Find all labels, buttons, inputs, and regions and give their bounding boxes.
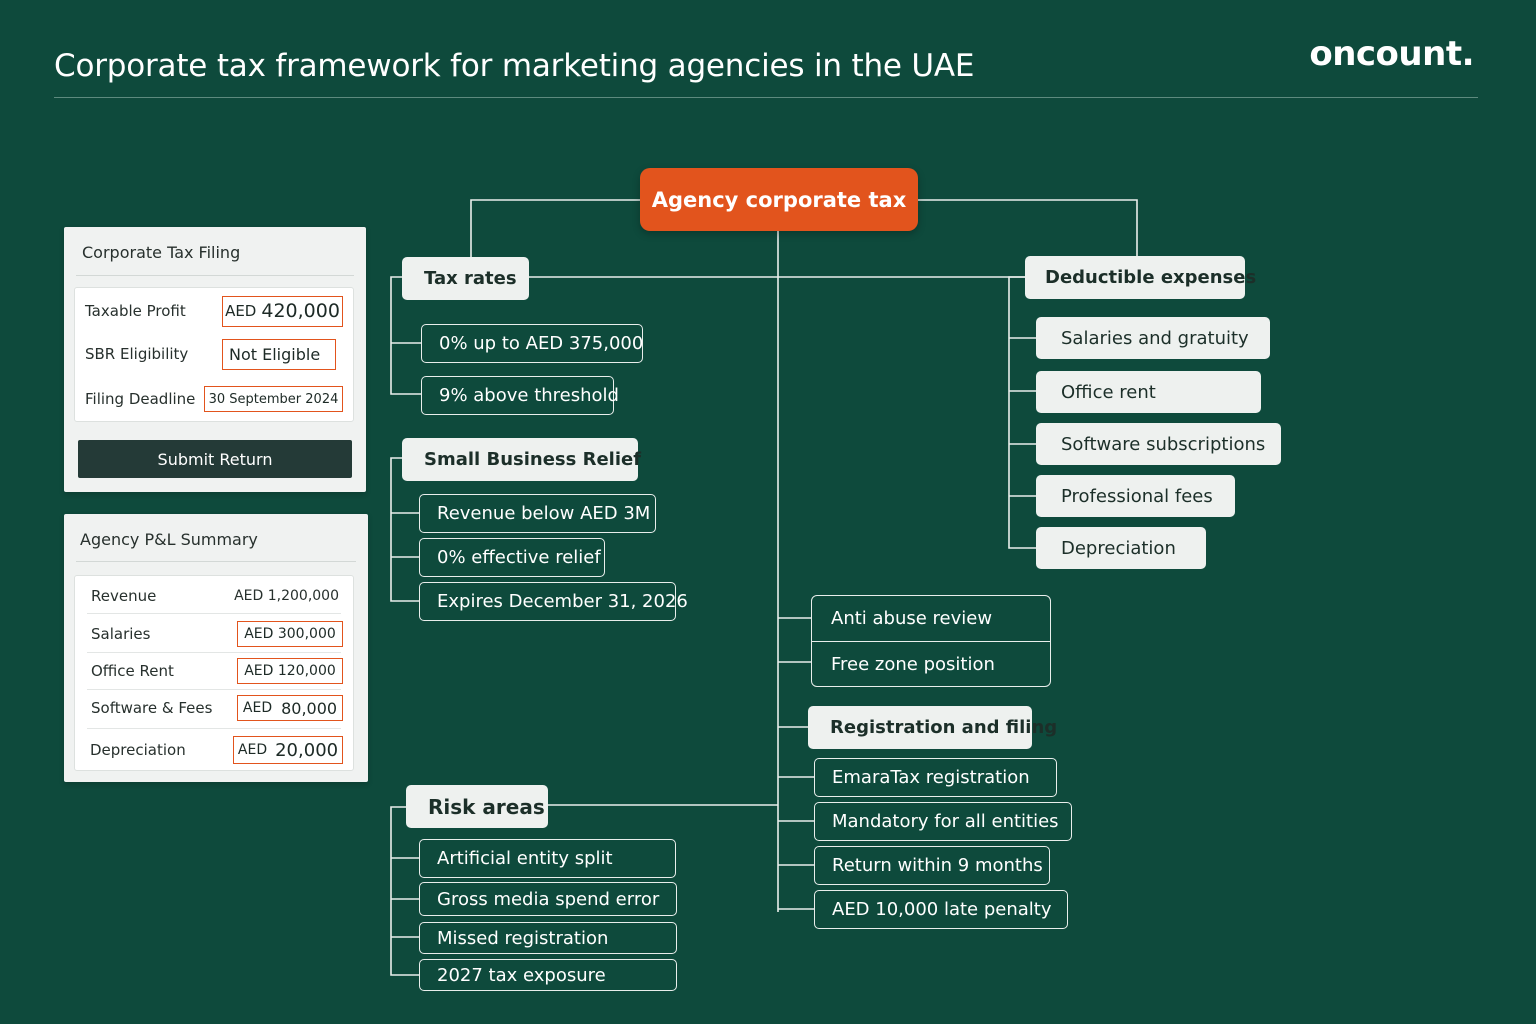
- pl-row: Salaries AED 300,000: [85, 618, 343, 650]
- amount: 80,000: [281, 698, 338, 718]
- pl-summary-card: Agency P&L Summary Revenue AED 1,200,000…: [64, 514, 368, 782]
- registration-filing-node: Registration and filing: [808, 706, 1057, 749]
- deductible-item: Professional fees: [1036, 475, 1235, 517]
- sbr-eligibility-value[interactable]: Not Eligible: [222, 338, 336, 370]
- sbr-item: 0% effective relief: [419, 538, 605, 577]
- depreciation-value[interactable]: AED 20,000: [233, 736, 343, 764]
- review-stack: Anti abuse review Free zone position: [811, 595, 1051, 687]
- deductible-item: Office rent: [1036, 371, 1261, 413]
- deductible-item: Salaries and gratuity: [1036, 317, 1270, 359]
- risk-item: Missed registration: [419, 922, 677, 954]
- card-title: Agency P&L Summary: [80, 530, 258, 549]
- card-divider: [76, 275, 354, 276]
- card-title: Corporate Tax Filing: [82, 243, 241, 262]
- currency-prefix: AED: [225, 302, 257, 320]
- currency-prefix: AED: [242, 700, 273, 716]
- tax-filing-card: Corporate Tax Filing Taxable Profit AED …: [64, 227, 366, 492]
- deductible-item: Depreciation: [1036, 527, 1206, 569]
- office-rent-label: Office Rent: [91, 662, 174, 680]
- sbr-item: Expires December 31, 2026: [419, 582, 688, 621]
- pl-row: Office Rent AED 120,000: [85, 655, 343, 687]
- pl-row: Revenue AED 1,200,000: [85, 580, 343, 612]
- brand-logo: oncount.: [1309, 34, 1474, 74]
- office-rent-value[interactable]: AED 120,000: [237, 658, 343, 684]
- row-divider: [87, 613, 341, 614]
- card-divider: [76, 561, 356, 562]
- sbr-eligibility-label: SBR Eligibility: [85, 345, 189, 363]
- software-fees-label: Software & Fees: [91, 699, 213, 717]
- sbr-item: Revenue below AED 3M: [419, 494, 656, 533]
- risk-areas-node: Risk areas: [406, 785, 548, 828]
- deductible-expenses-node: Deductible expenses: [1025, 256, 1256, 299]
- taxable-profit-value[interactable]: AED 420,000: [222, 295, 343, 327]
- deductible-item: Software subscriptions: [1036, 423, 1281, 465]
- small-business-relief-node: Small Business Relief: [402, 438, 641, 481]
- header-divider: [54, 97, 1478, 98]
- submit-return-button[interactable]: Submit Return: [78, 440, 352, 478]
- pl-fields: Revenue AED 1,200,000 Salaries AED 300,0…: [74, 575, 354, 771]
- amount: 20,000: [275, 739, 339, 761]
- row-divider: [87, 728, 341, 729]
- registration-item: Mandatory for all entities: [814, 802, 1072, 841]
- registration-item: EmaraTax registration: [814, 758, 1057, 797]
- row-divider: [87, 652, 341, 653]
- root-node: Agency corporate tax: [640, 168, 918, 231]
- page-title: Corporate tax framework for marketing ag…: [54, 48, 975, 84]
- pl-row: Depreciation AED 20,000: [85, 734, 343, 766]
- risk-item: 2027 tax exposure: [419, 959, 677, 991]
- filing-fields: Taxable Profit AED 420,000 SBR Eligibili…: [74, 287, 354, 422]
- tax-rate-item: 0% up to AED 375,000: [421, 324, 643, 363]
- field-row: Taxable Profit AED 420,000: [85, 295, 343, 327]
- row-divider: [87, 689, 341, 690]
- salaries-label: Salaries: [91, 625, 151, 643]
- revenue-value: AED 1,200,000: [234, 588, 339, 604]
- amount: 420,000: [261, 300, 340, 322]
- registration-item: AED 10,000 late penalty: [814, 890, 1068, 929]
- depreciation-label: Depreciation: [90, 741, 186, 759]
- pl-row: Software & Fees AED 80,000: [85, 692, 343, 724]
- tax-rates-node: Tax rates: [402, 257, 529, 300]
- review-item: Free zone position: [812, 641, 1050, 686]
- registration-item: Return within 9 months: [814, 846, 1050, 885]
- filing-deadline-label: Filing Deadline: [85, 390, 196, 408]
- tax-rate-item: 9% above threshold: [421, 376, 619, 415]
- revenue-label: Revenue: [91, 587, 157, 605]
- currency-prefix: AED: [237, 742, 268, 758]
- taxable-profit-label: Taxable Profit: [85, 302, 186, 320]
- risk-item: Gross media spend error: [419, 882, 677, 916]
- field-row: Filing Deadline 30 September 2024: [85, 383, 343, 415]
- software-fees-value[interactable]: AED 80,000: [237, 695, 343, 721]
- risk-item: Artificial entity split: [419, 839, 676, 878]
- salaries-value[interactable]: AED 300,000: [237, 621, 343, 647]
- filing-deadline-value[interactable]: 30 September 2024: [204, 386, 343, 412]
- field-row: SBR Eligibility Not Eligible: [85, 338, 343, 370]
- review-item: Anti abuse review: [831, 608, 993, 629]
